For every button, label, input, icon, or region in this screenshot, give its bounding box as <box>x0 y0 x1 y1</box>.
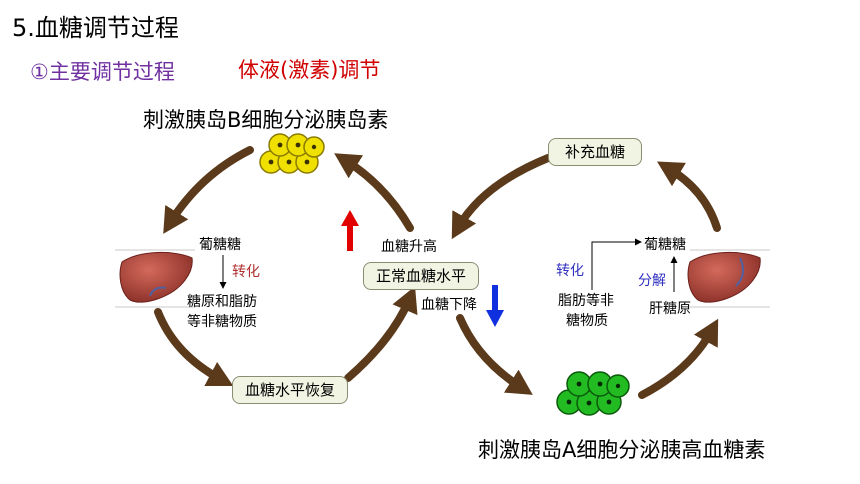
right-convert-label: 转化 <box>556 263 584 279</box>
page-title: 5.血糖调节过程 <box>12 14 179 42</box>
fall-label: 血糖下降 <box>421 297 477 313</box>
right-glucose-label: 葡糖糖 <box>644 237 686 253</box>
right-liver-icon <box>687 249 770 308</box>
arrow-left-liver-to-recover <box>154 308 234 387</box>
arrow-a-cells-to-right-liver <box>638 318 719 399</box>
left-nonsugar-line2: 等非糖物质 <box>187 314 257 330</box>
arrow-right-liver-to-supplement <box>656 161 721 232</box>
right-glycogen-label: 肝糖原 <box>649 301 691 317</box>
b-cells-cluster <box>259 133 325 174</box>
fall-arrow-icon <box>486 285 504 327</box>
left-liver-icon <box>115 249 195 308</box>
rise-label: 血糖升高 <box>381 239 437 255</box>
left-nonsugar-line1: 糖原和脂肪 <box>187 294 257 310</box>
a-cells-cluster <box>556 371 630 416</box>
right-nonsugar-line1: 脂肪等非 <box>558 293 614 309</box>
arrow-b-cells-to-left-liver <box>163 146 254 234</box>
center-normal-box: 正常血糖水平 <box>363 262 479 290</box>
supplement-box: 补充血糖 <box>548 138 642 166</box>
subtitle-highlight: 体液(激素)调节 <box>238 58 381 82</box>
right-decompose-label: 分解 <box>638 273 666 289</box>
arrow-fall-to-a-cells <box>456 314 533 395</box>
arrow-rise-to-b-cells <box>334 153 414 232</box>
arrow-supplement-to-normal <box>451 154 552 240</box>
right-nonsugar-line2: 糖物质 <box>566 313 608 329</box>
right-convert-arrow <box>591 238 642 290</box>
left-convert-label: 转化 <box>232 264 260 280</box>
recover-box: 血糖水平恢复 <box>232 376 348 404</box>
left-glucose-label: 葡糖糖 <box>199 237 241 253</box>
subtitle-main: ①主要调节过程 <box>30 60 175 84</box>
arrow-recover-to-normal <box>344 286 418 382</box>
top-label: 刺激胰岛B细胞分泌胰岛素 <box>143 108 389 132</box>
rise-arrow-icon <box>341 210 359 251</box>
bottom-label: 刺激胰岛A细胞分泌胰高血糖素 <box>478 438 766 462</box>
